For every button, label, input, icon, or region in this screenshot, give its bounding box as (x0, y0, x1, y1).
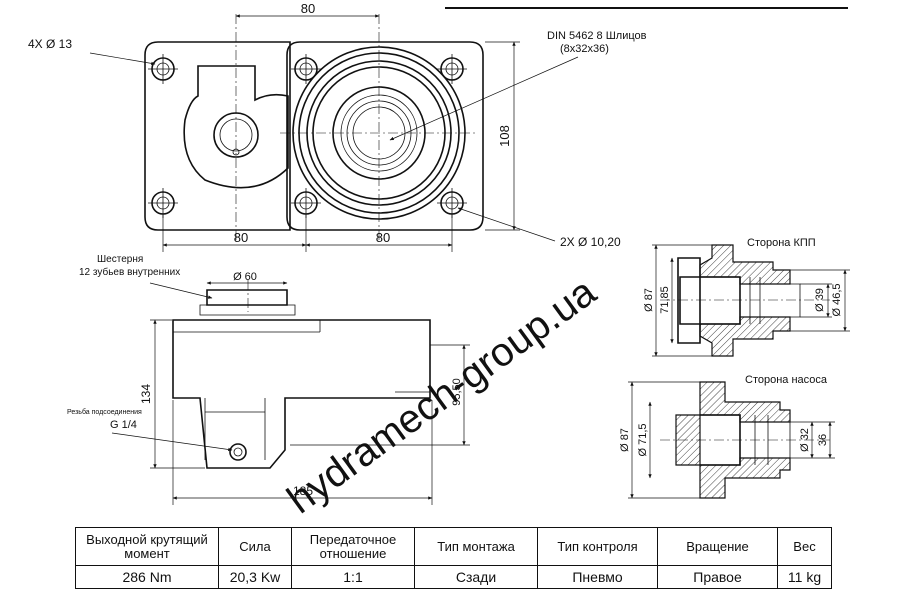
pump-side-section: Сторона насоса Ø 87 Ø 71,5 Ø 32 36 (619, 374, 835, 499)
gearbox-side-section: Сторона КПП Ø 87 71,85 Ø 39 Ø 46,5 (643, 237, 850, 357)
gearbox-dim-87: Ø 87 (643, 288, 655, 312)
spline-size: (8x32x36) (560, 43, 609, 55)
header-ratio: Передаточное отношение (291, 527, 415, 566)
value-rotation: Правое (657, 565, 778, 589)
dim-top-80: 80 (301, 1, 315, 16)
dim-95-50: 95,50 (451, 378, 463, 406)
header-mount-type: Тип монтажа (414, 527, 538, 566)
dim-gear-dia: Ø 60 (233, 271, 257, 283)
watermark: hydramech-group.ua (279, 269, 604, 522)
value-weight: 11 kg (777, 565, 832, 589)
spline-standard: DIN 5462 8 Шлицов (547, 30, 647, 42)
value-ratio: 1:1 (291, 565, 415, 589)
value-mount-type: Сзади (414, 565, 538, 589)
thread-label-1: Резьба подсоединения (67, 408, 142, 416)
gearbox-dim-71: 71,85 (659, 286, 671, 314)
pump-dim-36: 36 (817, 434, 829, 446)
gear-label-2: 12 зубьев внутренних (79, 266, 180, 278)
dim-185: 185 (293, 484, 313, 498)
spec-value-row: 286 Nm 20,3 Kw 1:1 Сзади Пневмо Правое 1… (75, 565, 832, 589)
dim-108: 108 (497, 125, 512, 147)
header-weight: Вес (777, 527, 832, 566)
gearbox-dim-46: Ø 46,5 (831, 283, 843, 316)
value-power: 20,3 Kw (218, 565, 292, 589)
header-control-type: Тип контроля (537, 527, 658, 566)
gearbox-side-title: Сторона КПП (747, 237, 816, 249)
hole-callout: 4X Ø 13 (28, 37, 72, 51)
gearbox-dim-39: Ø 39 (814, 288, 826, 312)
dim-134: 134 (139, 384, 153, 404)
header-torque: Выходной крутящий момент (75, 527, 219, 566)
gear-label-1: Шестерня (97, 254, 143, 265)
thread-label-2: G 1/4 (110, 419, 137, 431)
pump-dim-71: Ø 71,5 (637, 423, 649, 456)
spec-header-row: Выходной крутящий момент Сила Передаточн… (75, 527, 832, 566)
pump-dim-87: Ø 87 (619, 428, 631, 452)
header-rotation: Вращение (657, 527, 778, 566)
mount-hole-callout: 2X Ø 10,20 (560, 235, 621, 249)
header-power: Сила (218, 527, 292, 566)
value-control-type: Пневмо (537, 565, 658, 589)
value-torque: 286 Nm (75, 565, 219, 589)
side-view: Ø 60 134 95,50 185 Шестерня 12 зубьев вн… (67, 254, 470, 505)
top-view: 80 108 80 80 4X Ø 13 DIN 5462 8 Шлицов (… (28, 1, 647, 252)
spec-table: Выходной крутящий момент Сила Передаточн… (75, 527, 832, 589)
pump-side-title: Сторона насоса (745, 374, 828, 386)
dim-bottom-left-80: 80 (234, 230, 248, 245)
dim-bottom-right-80: 80 (376, 230, 390, 245)
pump-dim-32: Ø 32 (799, 428, 811, 452)
